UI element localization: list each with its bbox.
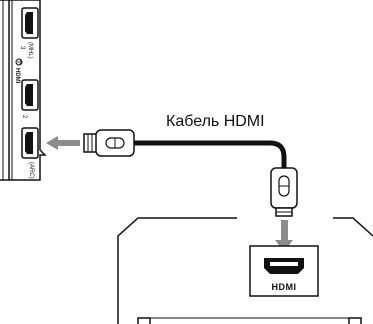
hdmi-plug-icon <box>270 167 298 217</box>
hdmi-cable <box>134 140 287 168</box>
hdmi-port-icon[interactable] <box>21 79 39 111</box>
arrow-down-icon <box>275 220 293 252</box>
port-number: 2 <box>21 115 27 119</box>
device-hdmi-port[interactable] <box>249 245 319 297</box>
hdmi-logo: HDMI <box>272 282 297 292</box>
input-arrow-icon <box>15 58 23 66</box>
hdmi-section-label: HDMI <box>14 68 20 84</box>
arrow-left-icon <box>46 136 80 150</box>
hdmi-port-icon[interactable] <box>21 127 39 159</box>
port-note: (MHL) <box>27 42 33 59</box>
hdmi-port-icon[interactable] <box>21 7 39 39</box>
hdmi-plug-icon <box>83 129 135 157</box>
cable-label: Кабель HDMI <box>166 113 265 130</box>
port-note: (ARC) <box>28 162 34 179</box>
port-number: 3 <box>19 46 25 50</box>
device-outline <box>117 217 373 324</box>
